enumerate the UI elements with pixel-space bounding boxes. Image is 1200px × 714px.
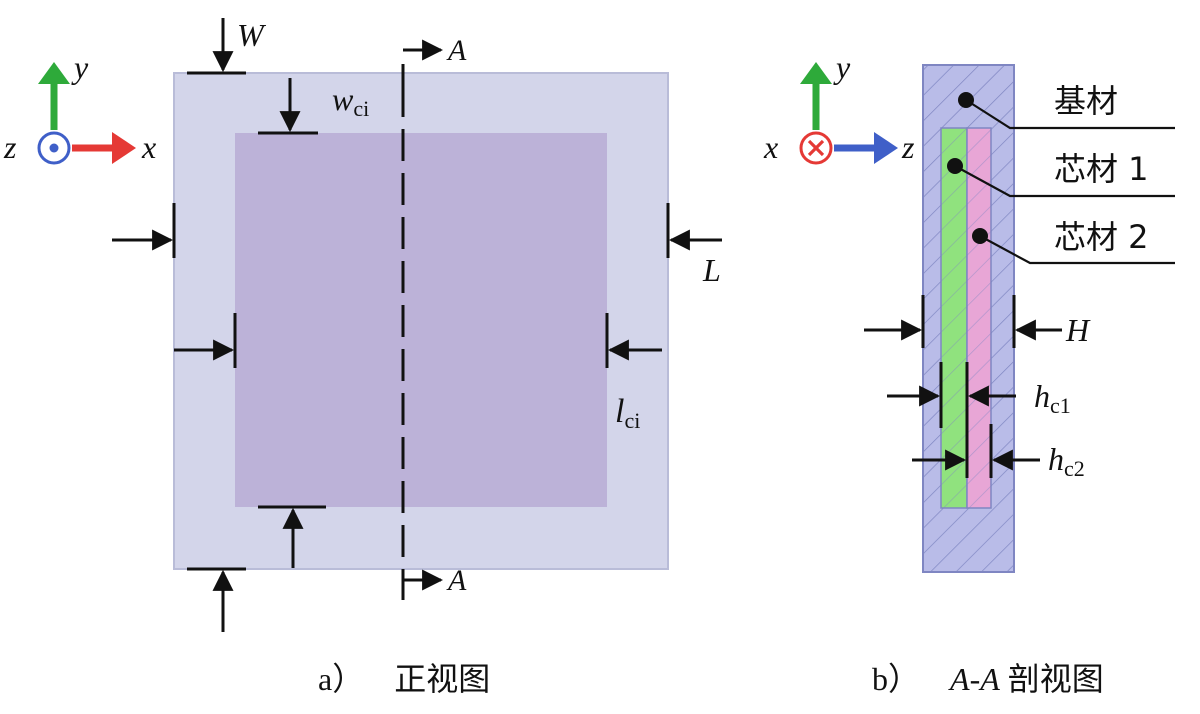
- dimension-wci-label: wci: [332, 81, 369, 121]
- dot-in-circle-icon: [37, 131, 71, 165]
- section-line-a-a: [401, 39, 444, 600]
- section-view: 基材 芯材 1 芯材 2 H hc1 hc2: [763, 49, 1175, 698]
- dimension-l-label: L: [702, 252, 721, 288]
- dimension-h: [864, 295, 1062, 348]
- axis-front-y-label: y: [71, 49, 89, 85]
- label-core-1: 芯材 1: [1054, 150, 1149, 188]
- caption-front-view: a）正视图: [318, 660, 490, 698]
- dimension-hc1: [887, 362, 1016, 428]
- leader-dot-core-1: [947, 158, 963, 174]
- label-substrate: 基材: [1054, 82, 1118, 120]
- axis-front-x-label: x: [141, 129, 156, 165]
- axes-section: [799, 62, 898, 165]
- dimension-lci-label: lci: [615, 393, 640, 433]
- core-region: [235, 133, 607, 507]
- front-view: A A W wci L: [3, 17, 722, 698]
- label-core-2: 芯材 2: [1054, 218, 1149, 256]
- section-core-2-hatch: [967, 128, 991, 508]
- section-mark-bottom: A: [446, 564, 467, 597]
- axis-front-z-label: z: [3, 129, 17, 165]
- cross-in-circle-icon: [799, 131, 833, 165]
- axis-section-x-label: x: [763, 129, 778, 165]
- dimension-wci: [258, 78, 326, 568]
- dimension-h-label: H: [1065, 312, 1091, 348]
- axis-section-z-label: z: [901, 129, 915, 165]
- section-core-1-hatch: [941, 128, 967, 508]
- leader-lines: [954, 99, 1175, 265]
- axis-section-y-label: y: [833, 49, 851, 85]
- leader-dot-substrate: [958, 92, 974, 108]
- dimension-hc2-label: hc2: [1048, 441, 1085, 481]
- dimension-w-label: W: [237, 17, 267, 53]
- leader-dot-core-2: [972, 228, 988, 244]
- section-mark-top: A: [446, 34, 467, 67]
- dimension-w: [187, 18, 246, 632]
- axes-front: [37, 62, 136, 165]
- dimension-hc1-label: hc1: [1034, 378, 1071, 418]
- dimension-l: [112, 203, 722, 258]
- dimension-lci: [174, 313, 662, 368]
- dimension-hc2: [912, 424, 1040, 478]
